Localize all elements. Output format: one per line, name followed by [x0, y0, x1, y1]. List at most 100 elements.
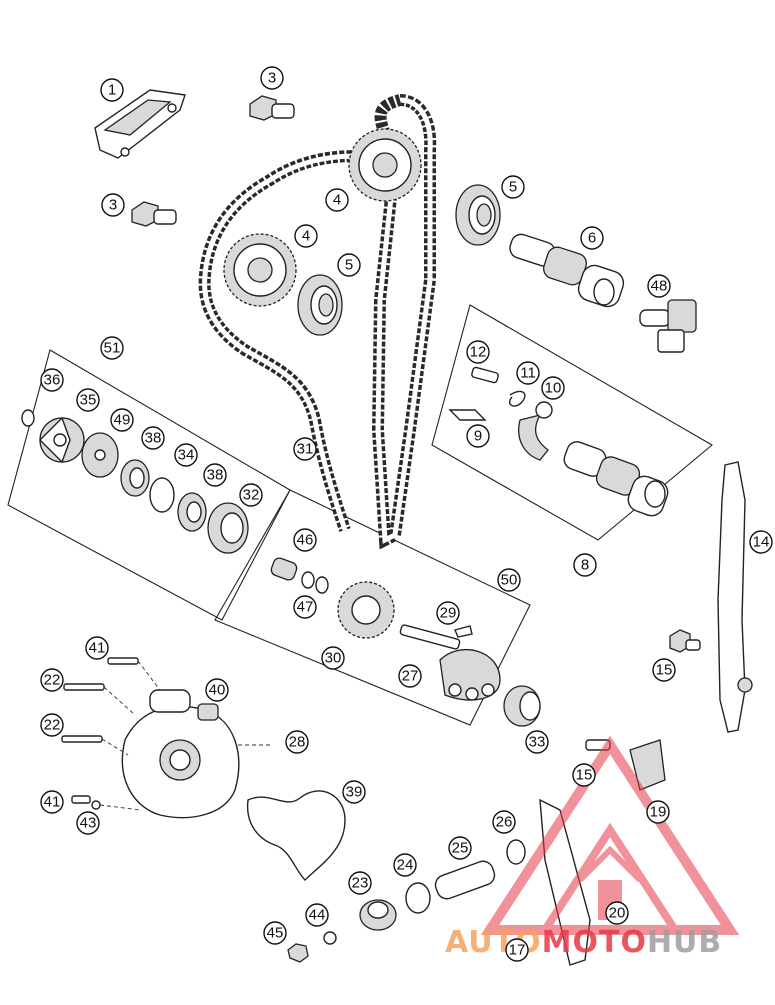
watermark-hub: HUB [647, 925, 722, 960]
callout-41a: 41 [85, 636, 109, 660]
svg-text:41: 41 [44, 794, 61, 811]
svg-text:4: 4 [302, 228, 310, 245]
group-box-50 [214, 489, 531, 726]
washer-44 [323, 931, 337, 945]
plate-9 [448, 409, 487, 421]
callout-26: 26 [492, 810, 516, 834]
callout-36: 36 [40, 368, 64, 392]
watermark-logo [480, 735, 740, 935]
callout-40: 40 [205, 678, 229, 702]
pin-12 [471, 366, 499, 384]
callout-48: 48 [647, 274, 671, 298]
svg-text:31: 31 [297, 441, 314, 458]
callout-5a: 5 [501, 175, 525, 199]
svg-text:15: 15 [656, 662, 673, 679]
callout-46: 46 [293, 528, 317, 552]
camshaft-gear-lower [223, 233, 297, 307]
bearing-32 [207, 502, 249, 554]
balancer-shaft-27 [399, 624, 501, 701]
svg-text:5: 5 [509, 179, 517, 196]
svg-text:48: 48 [651, 278, 668, 295]
callout-8: 8 [573, 553, 597, 577]
svg-text:9: 9 [474, 428, 482, 445]
bolts-cover [61, 657, 272, 811]
callout-31: 31 [293, 437, 317, 461]
circlip-34 [149, 477, 175, 513]
callout-3a: 3 [260, 66, 284, 90]
callout-29: 29 [436, 601, 460, 625]
chain-tensioner-rail [717, 461, 753, 733]
camshaft-exhaust [509, 233, 625, 308]
callout-15a: 15 [652, 658, 676, 682]
svg-text:4: 4 [333, 192, 341, 209]
callout-45: 45 [263, 921, 287, 945]
sensor-48 [639, 299, 697, 353]
svg-text:29: 29 [440, 605, 457, 622]
bearing-upper [455, 184, 501, 246]
svg-text:51: 51 [104, 340, 121, 357]
callout-9: 9 [466, 424, 490, 448]
svg-text:28: 28 [289, 734, 306, 751]
svg-text:24: 24 [397, 857, 414, 874]
washer-36 [21, 409, 35, 427]
svg-text:25: 25 [452, 840, 469, 857]
callout-33: 33 [525, 730, 549, 754]
callout-39: 39 [342, 780, 366, 804]
svg-text:38: 38 [145, 430, 162, 447]
callout-22a: 22 [40, 668, 64, 692]
callout-23: 23 [348, 871, 372, 895]
svg-text:20: 20 [609, 905, 626, 922]
callout-6: 6 [580, 226, 604, 250]
callout-47: 47 [293, 595, 317, 619]
bolt-3b [131, 201, 177, 227]
callout-4b: 4 [294, 224, 318, 248]
callout-32: 32 [239, 483, 263, 507]
key-29 [454, 625, 473, 638]
svg-text:19: 19 [650, 804, 667, 821]
svg-text:15: 15 [576, 767, 593, 784]
svg-text:33: 33 [529, 734, 546, 751]
callout-3b: 3 [101, 193, 125, 217]
svg-text:26: 26 [496, 814, 513, 831]
svg-text:17: 17 [509, 942, 526, 959]
svg-text:5: 5 [345, 257, 353, 274]
callout-12: 12 [466, 340, 490, 364]
callout-34: 34 [174, 443, 198, 467]
svg-text:43: 43 [80, 815, 97, 832]
callout-4a: 4 [325, 188, 349, 212]
callout-49: 49 [110, 408, 134, 432]
callout-28: 28 [285, 730, 309, 754]
svg-text:8: 8 [581, 557, 589, 574]
callout-11: 11 [516, 361, 540, 385]
callout-44: 44 [305, 903, 329, 927]
svg-text:44: 44 [309, 907, 326, 924]
svg-text:50: 50 [501, 572, 518, 589]
callout-14: 14 [749, 530, 773, 554]
tensioner-plug-23 [359, 899, 397, 931]
callout-17: 17 [505, 938, 529, 962]
callout-30: 30 [321, 646, 345, 670]
callout-10: 10 [541, 376, 565, 400]
camshaft-intake [563, 441, 669, 517]
svg-text:34: 34 [178, 447, 195, 464]
callout-5b: 5 [337, 253, 361, 277]
spring-11 [508, 390, 526, 407]
callout-51: 51 [100, 336, 124, 360]
seal-38b [177, 492, 207, 532]
callout-19: 19 [646, 800, 670, 824]
decompressor-10 [518, 401, 553, 461]
callout-43: 43 [76, 811, 100, 835]
callout-27: 27 [398, 664, 422, 688]
svg-text:1: 1 [108, 82, 116, 99]
callout-25: 25 [448, 836, 472, 860]
gasket-39 [246, 790, 346, 881]
group-box-8 [431, 304, 713, 541]
svg-text:11: 11 [520, 365, 536, 382]
svg-text:36: 36 [44, 372, 61, 389]
callout-41b: 41 [40, 790, 64, 814]
bearing-lower [297, 274, 343, 336]
callout-22b: 22 [40, 713, 64, 737]
svg-text:45: 45 [267, 925, 284, 942]
callout-35: 35 [76, 388, 100, 412]
